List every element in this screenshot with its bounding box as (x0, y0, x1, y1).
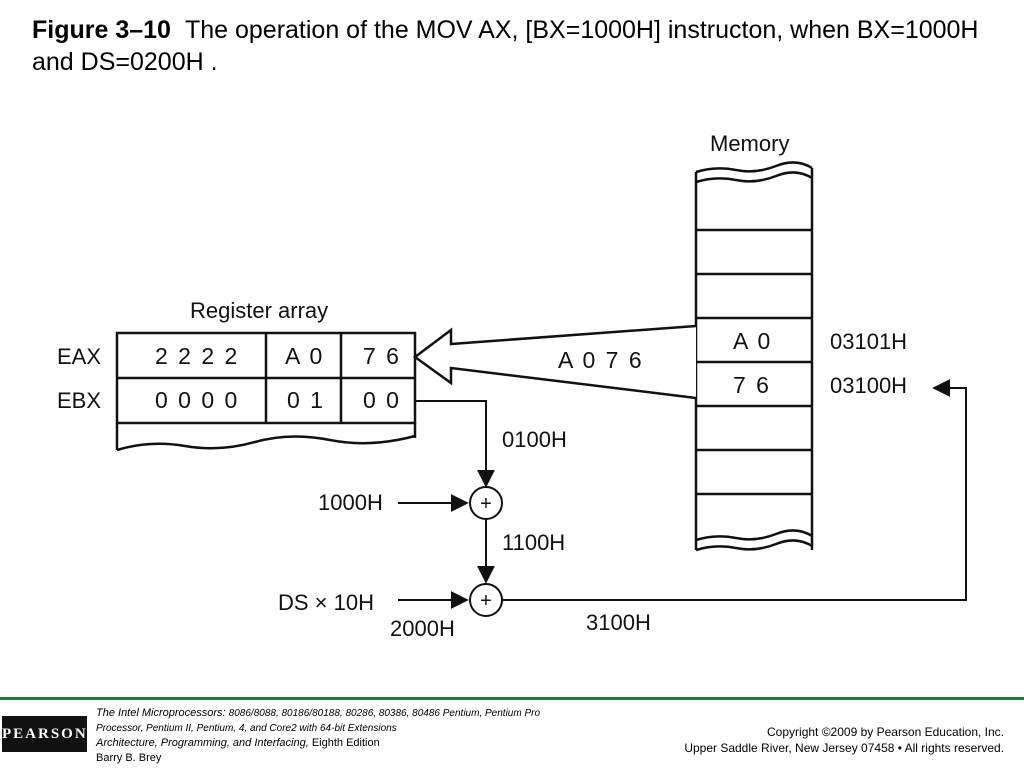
copyright-line-1: Copyright ©2009 by Pearson Education, In… (767, 725, 1004, 739)
eax-upper-cell: 2 2 2 2 (155, 343, 239, 369)
data-transfer-arrow (412, 324, 697, 400)
figure-label: Figure 3–10 (32, 16, 171, 44)
copyright-line-2: Upper Saddle River, New Jersey 07458 • A… (684, 741, 1004, 755)
ds-2000h-label: 2000H (390, 616, 455, 641)
ebx-bh-cell: 0 1 (287, 387, 325, 413)
eax-label: EAX (57, 344, 101, 369)
adder-1 (469, 486, 503, 520)
address-03100h: 03100H (830, 373, 907, 398)
adder-1-plus-icon: + (480, 493, 492, 515)
book-title: The Intel Microprocessors: (96, 707, 226, 719)
ebx-upper-cell: 0 0 0 0 (155, 387, 239, 413)
figure-caption: The operation of the MOV AX, [BX=1000H] … (32, 16, 979, 76)
memory-label: Memory (710, 131, 789, 156)
book-edition: Eighth Edition (311, 737, 380, 749)
register-array (115, 331, 417, 452)
address-03101h: 03101H (830, 329, 907, 354)
bx-value-label: 0100H (502, 427, 567, 452)
register-array-label: Register array (190, 298, 328, 323)
memory-cell-03101: A 0 (733, 328, 772, 354)
data-arrow-label: A 0 7 6 (558, 347, 644, 373)
pearson-logo: PEARSON (2, 716, 87, 752)
eax-ah-cell: A 0 (285, 343, 324, 369)
book-citation: The Intel Microprocessors: 8086/8088, 80… (96, 706, 566, 766)
adder-2-plus-icon: + (480, 590, 492, 612)
sum-1100h-label: 1100H (502, 530, 565, 555)
book-subtitle: Architecture, Programming, and Interfaci… (96, 737, 309, 749)
eax-al-cell: 7 6 (363, 343, 401, 369)
address-path (398, 379, 967, 617)
address-calculation-diagram: Memory A 0 7 6 03101H 03100H Register ar… (57, 131, 967, 641)
copyright-notice: Copyright ©2009 by Pearson Education, In… (684, 724, 1004, 756)
ebx-label: EBX (57, 388, 101, 413)
memory-block (694, 161, 814, 552)
offset-1000h-label: 1000H (318, 490, 383, 515)
footer-divider (0, 697, 1024, 700)
ebx-bl-cell: 0 0 (363, 387, 401, 413)
book-author: Barry B. Brey (96, 752, 162, 764)
adder-2 (469, 583, 503, 617)
book-models: 8086/8088, 80186/80188, 80286, 80386, 80… (96, 708, 541, 734)
ds-times-10h-label: DS × 10H (278, 590, 374, 615)
memory-cell-03100: 7 6 (733, 372, 771, 398)
result-3100h-label: 3100H (586, 610, 651, 635)
